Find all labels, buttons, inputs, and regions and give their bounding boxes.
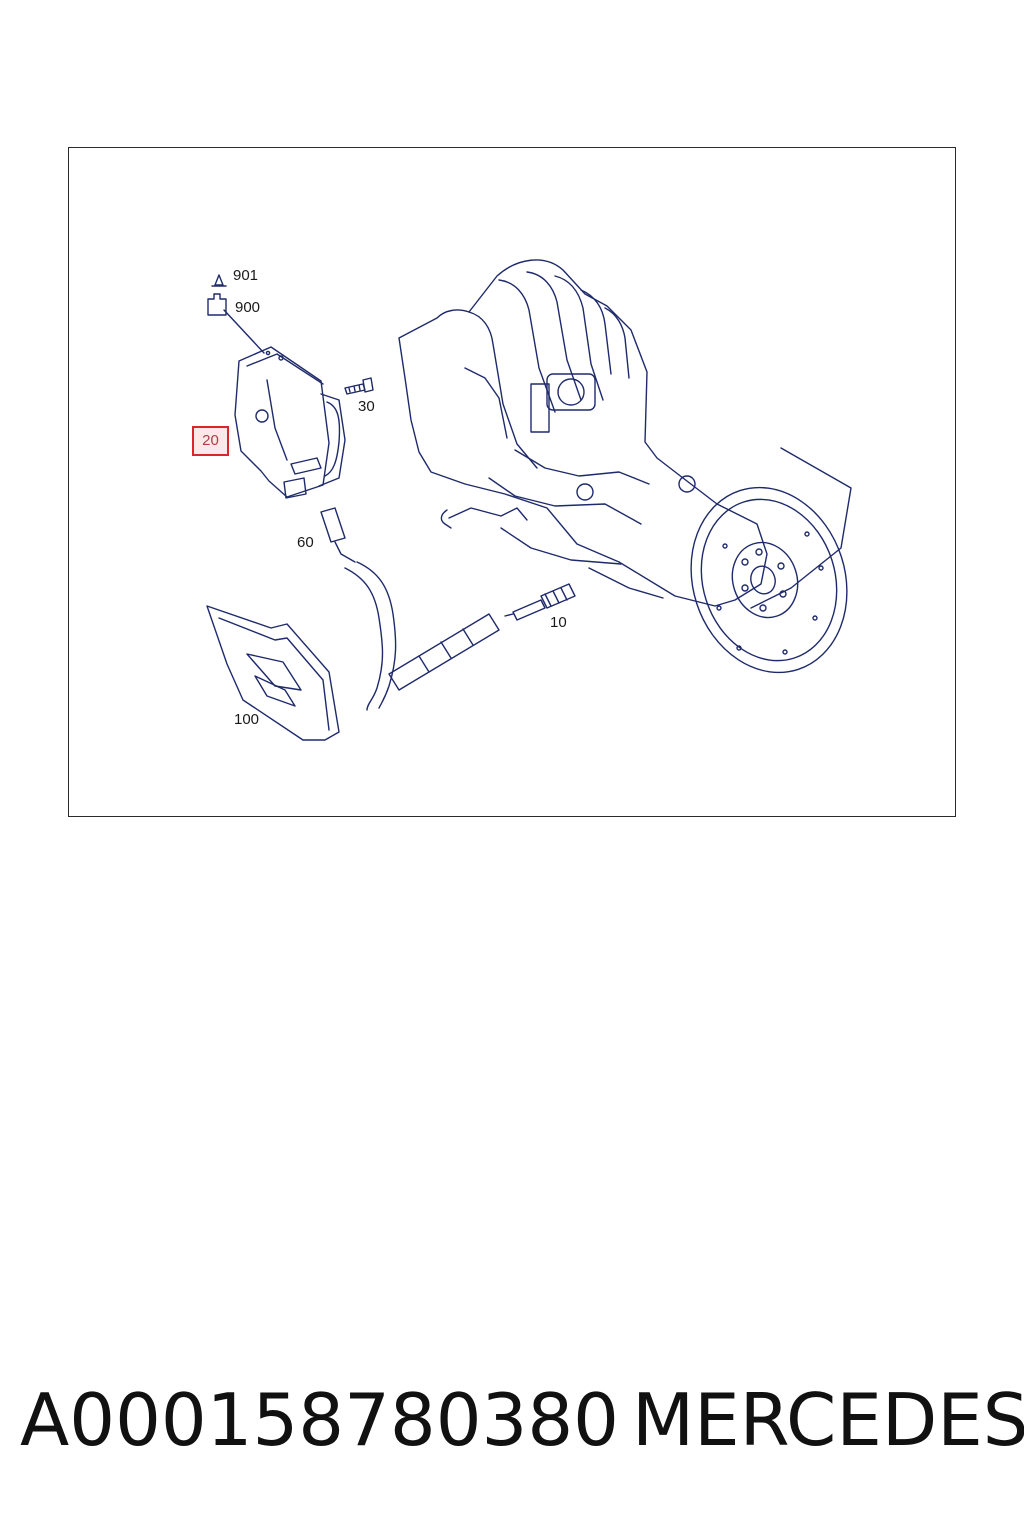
- callout-60: 60: [297, 534, 314, 551]
- diagram-frame: 901 900 30 20 60 10 100: [68, 147, 956, 817]
- callout-10: 10: [550, 614, 567, 631]
- callout-20-highlighted[interactable]: 20: [192, 426, 229, 456]
- heat-shield-100: [206, 605, 340, 741]
- symbol-900-icon: [207, 293, 227, 316]
- ignition-coil: [234, 346, 346, 499]
- callout-901: 901: [233, 267, 259, 284]
- part-number: A000158780380: [20, 1378, 619, 1462]
- screw-30: [344, 377, 374, 395]
- caption: A000158780380 MERCEDES: [0, 1378, 1024, 1468]
- leader-900: [223, 309, 265, 354]
- callout-30: 30: [358, 398, 375, 415]
- callout-900: 900: [235, 299, 261, 316]
- engine-assembly: [398, 259, 852, 609]
- ignition-cable-60: [320, 507, 500, 711]
- brand-name: MERCEDES: [632, 1378, 1024, 1462]
- exploded-view-drawing: [206, 259, 852, 741]
- callout-100: 100: [234, 711, 260, 728]
- spark-plug-10: [504, 583, 576, 621]
- symbol-901-icon: [211, 274, 227, 287]
- flywheel: [690, 486, 848, 674]
